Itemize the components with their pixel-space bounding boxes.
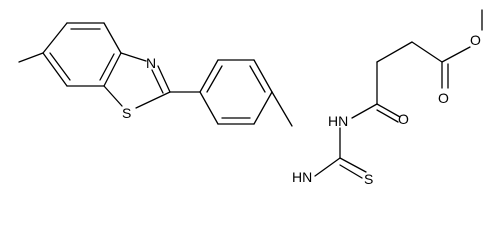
- bond-cs-s-inner: [339, 164, 363, 179]
- atom-s-thione: S: [364, 171, 373, 187]
- bond-ph-6: [199, 91, 219, 125]
- atom-nh-amide: HN: [328, 113, 348, 129]
- bond-ph-1: [199, 59, 219, 93]
- bond-nh-cs: [314, 157, 341, 177]
- molecule-structure-diagram: N S HN S HN O O O: [18, 9, 483, 187]
- bond-n-c2-inner: [151, 69, 164, 94]
- atom-o-ester-carbonyl: O: [438, 90, 449, 106]
- bond-benzo-6: [42, 52, 68, 87]
- bond-benzo-4-inner: [99, 53, 115, 81]
- bond-n-c2: [157, 65, 171, 93]
- bond-s-c7a: [103, 85, 123, 107]
- bond-benzo-6-inner: [49, 52, 71, 81]
- bond-c2-s: [135, 91, 171, 109]
- bond-benzo-1: [42, 22, 68, 54]
- bond-ph-nh: [271, 91, 293, 127]
- bond-benzo-3: [103, 22, 122, 54]
- bond-ph-4: [253, 91, 273, 125]
- bonds: [18, 9, 483, 179]
- bond-ester-o: [441, 46, 471, 63]
- bond-c3a-n: [120, 52, 147, 62]
- bond-chain-3: [411, 41, 443, 63]
- bond-co-o: [376, 103, 401, 118]
- bond-chain-2: [376, 41, 413, 63]
- atom-o-ester: O: [470, 32, 481, 48]
- bond-co-o-inner: [376, 109, 399, 123]
- atom-o-amide: O: [398, 111, 409, 127]
- atom-n-thiazole: N: [146, 55, 156, 71]
- bond-ph-3: [253, 59, 273, 93]
- bond-methyl: [18, 52, 44, 63]
- atom-labels: N S HN S HN O O O: [122, 32, 481, 187]
- bond-benzo-4: [103, 52, 122, 87]
- atom-nh-thiourea-aryl: HN: [292, 169, 312, 185]
- bond-ph-1-inner: [206, 65, 223, 93]
- bond-nh2-co: [351, 103, 378, 119]
- atom-s-thiazole: S: [122, 105, 131, 121]
- bond-ph-3-inner: [249, 65, 266, 93]
- bond-cs-s: [339, 157, 367, 173]
